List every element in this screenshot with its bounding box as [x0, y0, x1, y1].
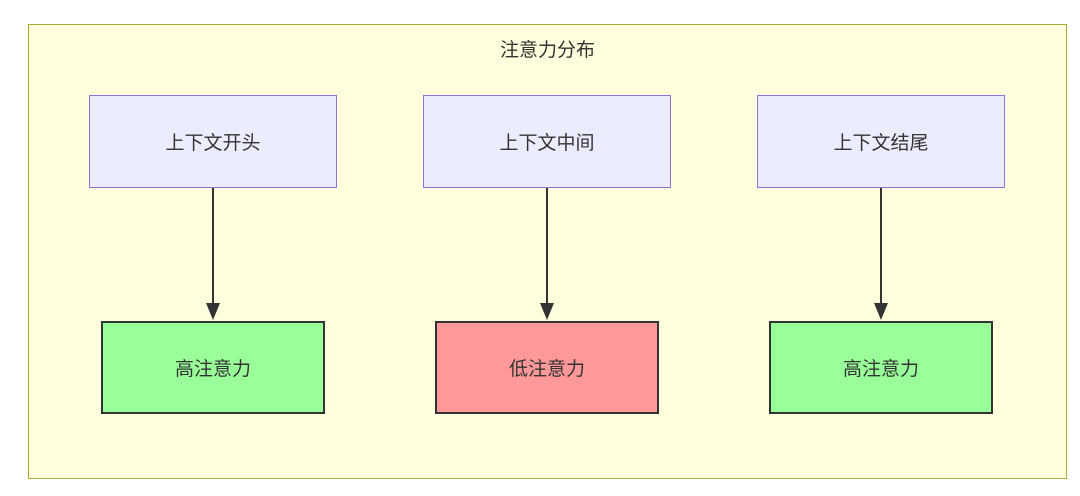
node-high-attention-2-label: 高注意力 — [842, 359, 919, 380]
arrow-down-icon — [540, 188, 554, 320]
node-context-middle: 上下文中间 — [423, 95, 671, 188]
node-high-attention-1-label: 高注意力 — [174, 359, 251, 380]
node-context-start-label: 上下文开头 — [165, 133, 261, 154]
node-low-attention-label: 低注意力 — [508, 359, 585, 380]
node-low-attention: 低注意力 — [435, 321, 659, 414]
flow-column-context-end: 上下文结尾 高注意力 — [757, 95, 1005, 414]
node-context-end-label: 上下文结尾 — [833, 133, 929, 154]
attention-distribution-cluster: 注意力分布 上下文开头 高注意力 上下文中间 低注意力 — [28, 24, 1067, 479]
flow-column-context-start: 上下文开头 高注意力 — [89, 95, 337, 414]
cluster-title: 注意力分布 — [499, 40, 595, 61]
node-context-start: 上下文开头 — [89, 95, 337, 188]
node-context-middle-label: 上下文中间 — [499, 133, 595, 154]
node-high-attention-2: 高注意力 — [769, 321, 993, 414]
node-context-end: 上下文结尾 — [757, 95, 1005, 188]
node-high-attention-1: 高注意力 — [101, 321, 325, 414]
arrow-down-icon — [206, 188, 220, 320]
arrow-down-icon — [874, 188, 888, 320]
flow-column-context-middle: 上下文中间 低注意力 — [423, 95, 671, 414]
